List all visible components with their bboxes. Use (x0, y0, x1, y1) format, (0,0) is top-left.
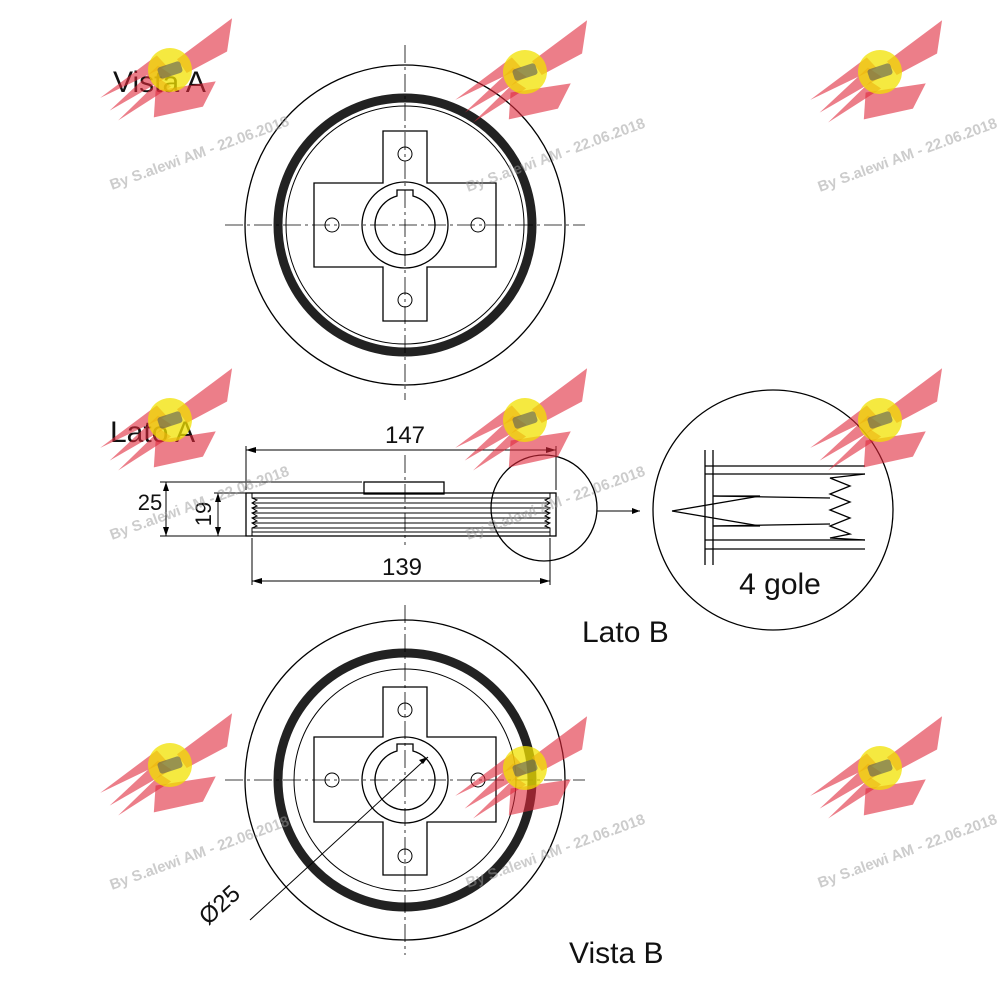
detail-leader-arrow (632, 508, 640, 514)
dim-147-value: 147 (385, 422, 425, 449)
back-view-label: Vista B (569, 937, 664, 970)
watermark-text: By S.alewi AM - 22.06.2018 (816, 811, 1000, 892)
front-bore-keyway (374, 189, 436, 256)
bore-diameter-value: Ø25 (194, 880, 246, 930)
watermark-text: By S.alewi AM - 22.06.2018 (816, 115, 1000, 196)
bore-leader-arrow (419, 757, 428, 764)
dim-19-arrows (215, 493, 221, 536)
watermark-text: By S.alewi AM - 22.06.2018 (464, 811, 648, 892)
side-b-label: Lato B (582, 616, 669, 649)
groove-detail: 4 gole Lato B (490, 389, 894, 649)
side-hub-protrusion (363, 481, 445, 495)
side-left-rib-profile (250, 493, 259, 536)
bore-leader-line (249, 756, 429, 921)
side-pulley-body (245, 492, 557, 537)
side-right-rib-profile (543, 493, 552, 536)
front-hub-spokes (313, 130, 497, 322)
front-outer-rim (244, 64, 566, 386)
side-groove-lines (252, 497, 550, 533)
detail-groove-count: 4 gole (739, 568, 821, 601)
dim-139-value: 139 (382, 554, 422, 581)
detail-groove-profile (671, 450, 866, 565)
back-view: Ø25 Vista B (194, 605, 664, 970)
watermark-text: By S.alewi AM - 22.06.2018 (108, 113, 292, 194)
back-hub-spokes (313, 686, 497, 876)
front-hub-boss (361, 181, 449, 269)
dim-25-value: 25 (138, 490, 162, 515)
watermark-text: By S.alewi AM - 22.06.2018 (108, 813, 292, 894)
detail-circle (652, 389, 894, 631)
dim-19-value: 19 (191, 502, 216, 526)
